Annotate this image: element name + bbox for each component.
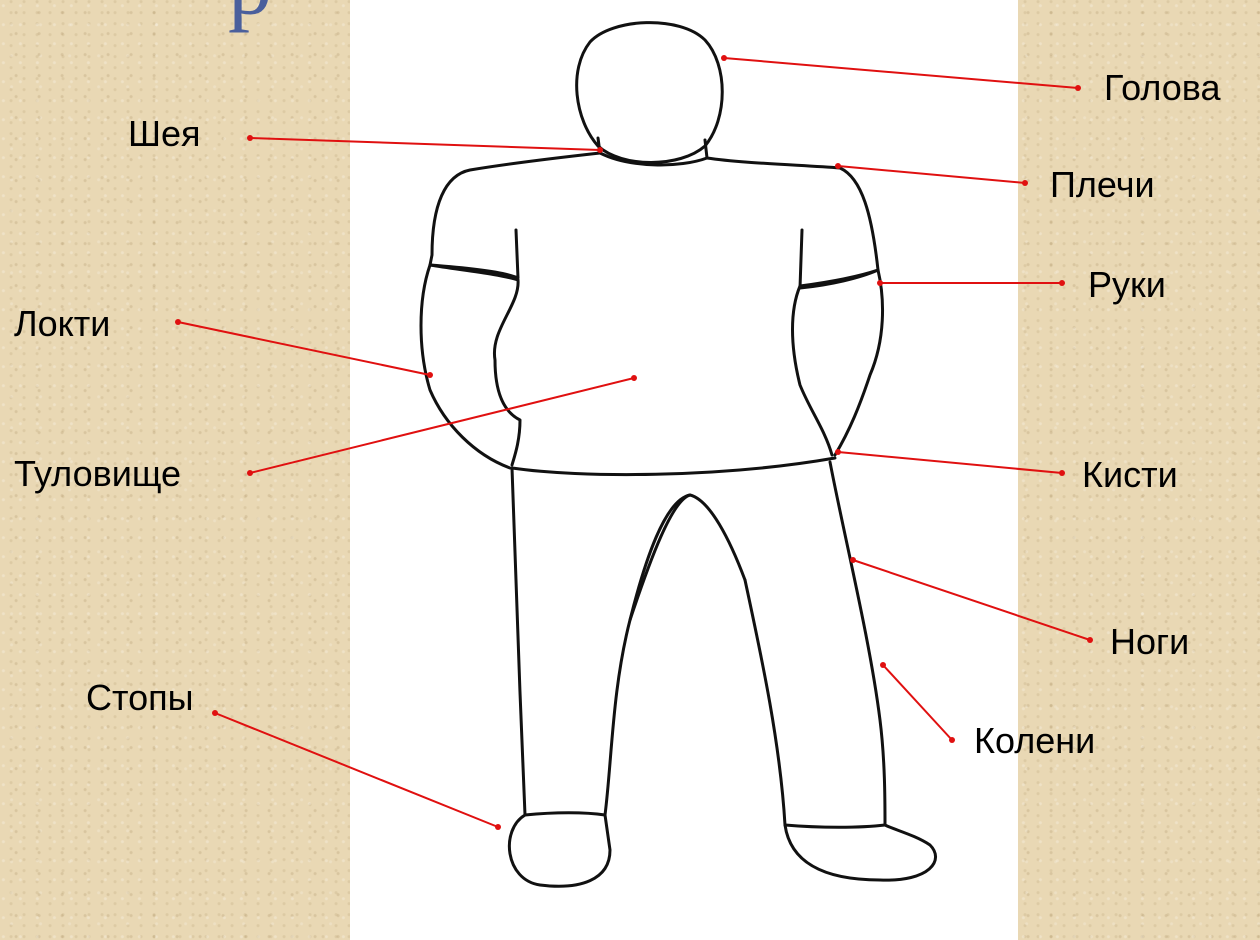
callout-hands bbox=[835, 449, 1065, 476]
callout-elbows bbox=[175, 319, 433, 378]
callout-knees bbox=[880, 662, 955, 743]
figure-foot-left bbox=[509, 815, 610, 886]
label-head: Голова bbox=[1104, 70, 1221, 106]
label-torso: Туловище bbox=[14, 456, 181, 492]
label-arms: Руки bbox=[1088, 267, 1166, 303]
callout-torso bbox=[247, 375, 637, 476]
figure-leg-right bbox=[745, 462, 885, 825]
label-neck: Шея bbox=[128, 116, 201, 152]
figure-arm-right bbox=[793, 270, 883, 455]
figure-leg-left bbox=[512, 468, 690, 815]
callout-lines bbox=[175, 55, 1093, 830]
label-hands: Кисти bbox=[1082, 457, 1178, 493]
label-knees: Колени bbox=[974, 723, 1095, 759]
label-shoulders: Плечи bbox=[1050, 167, 1155, 203]
figure-waist bbox=[512, 458, 835, 475]
figure-arm-left bbox=[421, 265, 520, 468]
label-feet: Стопы bbox=[86, 680, 193, 716]
callout-feet bbox=[212, 710, 501, 830]
callout-shoulders bbox=[835, 163, 1028, 186]
label-elbows: Локти bbox=[14, 306, 110, 342]
figure-shirt bbox=[430, 153, 878, 288]
figure-cuff-right bbox=[785, 825, 885, 827]
callout-arms bbox=[877, 280, 1065, 286]
callout-neck bbox=[247, 135, 603, 153]
label-legs: Ноги bbox=[1110, 624, 1189, 660]
callout-head bbox=[721, 55, 1081, 91]
figure-cuff-left bbox=[525, 813, 605, 815]
figure-foot-right bbox=[785, 825, 936, 880]
callout-legs bbox=[850, 557, 1093, 643]
